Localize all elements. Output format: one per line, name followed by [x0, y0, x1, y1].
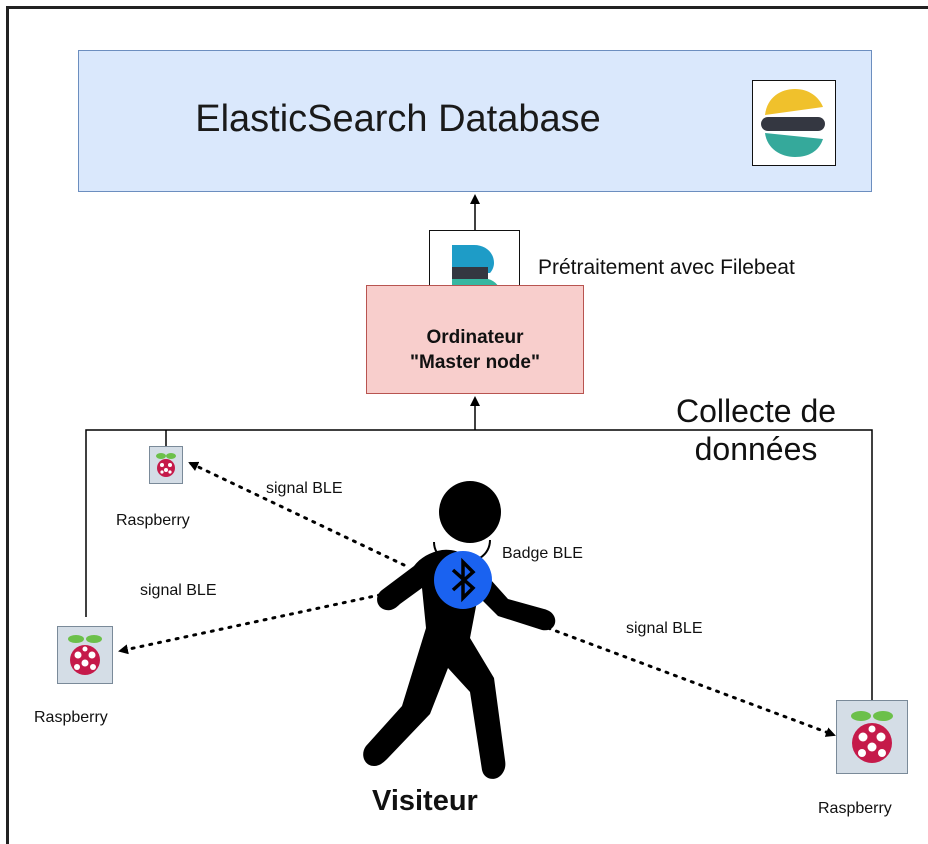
preprocessing-label: Prétraitement avec Filebeat [538, 256, 795, 279]
raspberry-pi-icon [836, 700, 908, 774]
ble-signal-arrow-left [118, 589, 400, 655]
master-node-line2: "Master node" [410, 352, 540, 373]
visitor-label: Visiteur [372, 785, 478, 817]
raspberry-pi-icon [57, 626, 113, 684]
master-node-label: Ordinateur "Master node" [366, 325, 584, 375]
badge-ble-label: Badge BLE [502, 545, 583, 562]
signal-ble-label: signal BLE [140, 582, 217, 599]
master-node-line1: Ordinateur [426, 327, 524, 348]
master-node-box [366, 285, 584, 394]
collection-line2: données [694, 431, 818, 467]
raspberry-label: Raspberry [34, 709, 108, 726]
diagram-frame [6, 6, 928, 844]
collection-bus-line [85, 429, 873, 700]
elasticsearch-database-box [78, 50, 872, 192]
raspberry-label: Raspberry [818, 800, 892, 817]
signal-ble-label: signal BLE [266, 480, 343, 497]
bluetooth-icon [434, 551, 492, 609]
collection-line1: Collecte de [675, 393, 837, 429]
signal-ble-label: signal BLE [626, 620, 703, 637]
elasticsearch-icon [752, 80, 836, 166]
data-collection-label: Collecte de données [656, 392, 856, 468]
raspberry-label: Raspberry [116, 512, 190, 529]
ble-signal-arrow-top [188, 461, 406, 567]
ble-signal-arrow-right [546, 626, 836, 737]
raspberry-pi-icon [149, 446, 183, 484]
walking-person-icon [363, 481, 556, 779]
database-title: ElasticSearch Database [195, 98, 601, 140]
